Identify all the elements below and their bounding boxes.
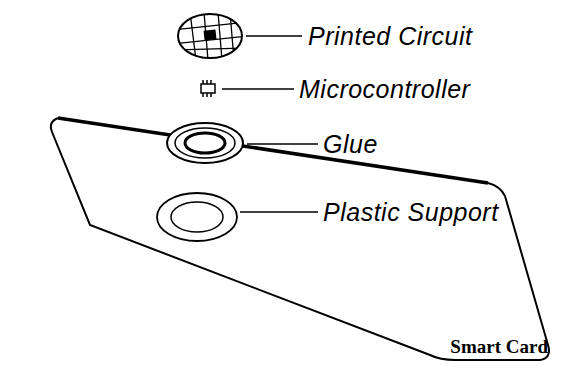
card-outline [51, 118, 549, 360]
part-label: Plastic Support [323, 200, 499, 225]
part-label: Microcontroller [299, 77, 470, 102]
printed-circuit-disk [172, 12, 248, 60]
leader-lines [222, 36, 318, 212]
card-caption: Smart Card [450, 337, 548, 356]
microcontroller-chip [201, 80, 215, 97]
part-label: Printed Circuit [308, 24, 473, 49]
glue-ring [167, 123, 243, 163]
part-label: Glue [323, 132, 378, 157]
plastic-support-cavity [157, 193, 237, 241]
card-top-edge [58, 118, 488, 183]
